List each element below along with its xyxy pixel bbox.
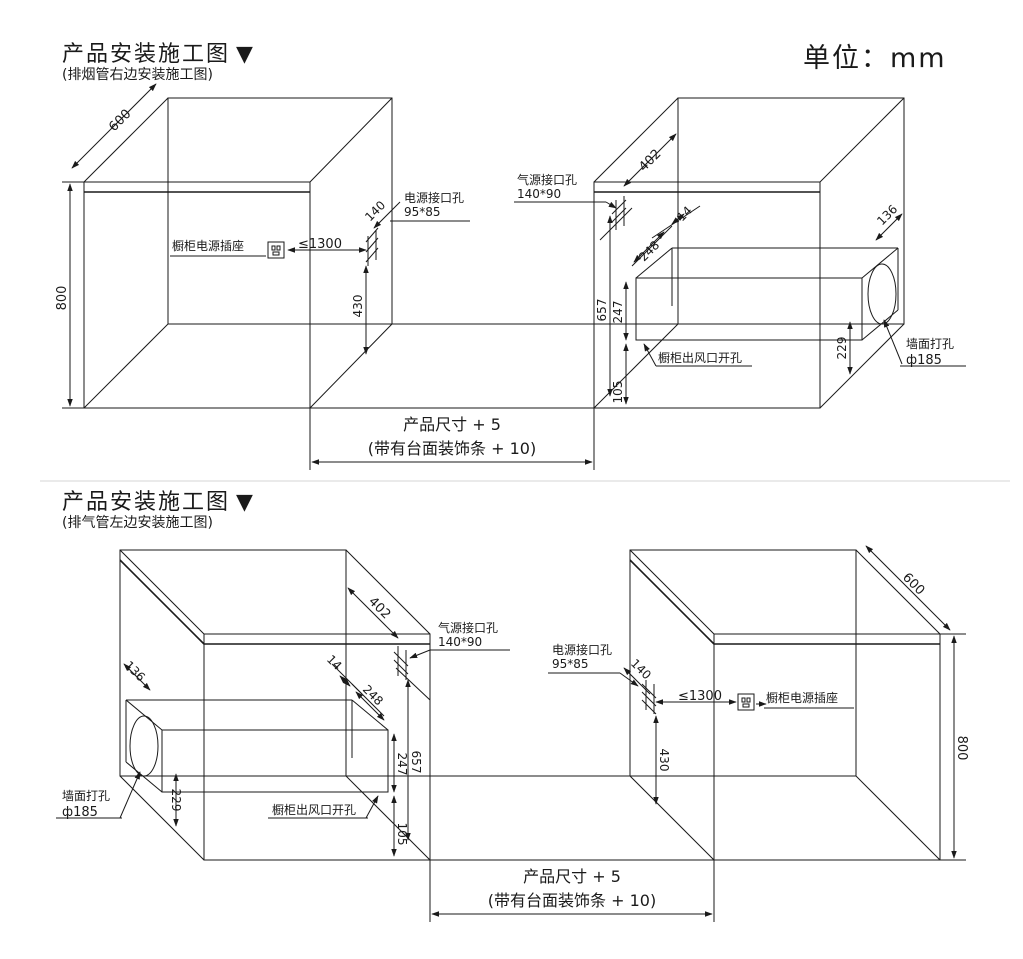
label-product-size-trim-top: (带有台面装饰条 + 10) — [368, 439, 536, 458]
label-gas-hole-size-bottom: 140*90 — [438, 635, 482, 649]
bottom-left-cabinet — [119, 549, 431, 861]
down-triangle-icon: ▼ — [236, 42, 255, 67]
dim-136-top: 136 — [874, 202, 900, 228]
bottom-right-cabinet — [629, 549, 941, 861]
dim-136-bottom: 136 — [122, 658, 148, 684]
label-wall-hole-bottom: 墙面打孔 — [62, 789, 110, 803]
label-wall-hole-top: 墙面打孔 — [906, 337, 954, 351]
dim-140-bottom: 140 — [628, 656, 654, 682]
label-wall-hole-size-top: ф185 — [906, 353, 942, 368]
power-hole-top — [365, 227, 379, 266]
label-socket-top: 橱柜电源插座 — [172, 238, 244, 253]
dim-229-bottom: 229 — [169, 789, 183, 812]
label-wall-hole-size-bottom: ф185 — [62, 805, 98, 820]
dim-248-top: 248 — [636, 238, 662, 264]
dim-430-bottom: 430 — [657, 749, 671, 772]
top-section-subtitle: (排烟管右边安装施工图) — [62, 67, 213, 83]
label-power-hole-bottom: 电源接口孔 — [552, 642, 612, 657]
dim-800-top: 800 — [55, 286, 70, 311]
label-product-size-top: 产品尺寸 + 5 — [403, 415, 501, 434]
label-power-hole-top: 电源接口孔 — [404, 190, 464, 205]
top-section-title: 产品安装施工图▼ — [62, 42, 255, 67]
label-gas-hole-bottom: 气源接口孔 — [438, 620, 498, 635]
dim-800-bottom: 800 — [954, 736, 969, 761]
down-triangle-icon: ▼ — [236, 490, 255, 515]
socket-icon — [267, 241, 285, 259]
dim-600-bottom: 600 — [899, 570, 927, 598]
top-exhaust-duct — [635, 247, 899, 341]
label-outlet-hole-top: 橱柜出风口开孔 — [658, 351, 742, 365]
dim-248-bottom: 248 — [360, 682, 386, 708]
gas-hole-top — [611, 196, 627, 230]
bottom-section-subtitle: (排气管左边安装施工图) — [62, 515, 213, 531]
dim-247-top: 247 — [611, 301, 625, 324]
dim-657-top: 657 — [595, 299, 609, 322]
dim-430-top: 430 — [351, 295, 365, 318]
dim-600-top: 600 — [106, 107, 134, 135]
label-gas-hole-size-top: 140*90 — [517, 187, 561, 201]
dim-402-top: 402 — [636, 147, 664, 175]
dim-105-top: 105 — [611, 381, 625, 404]
label-gas-hole-top: 气源接口孔 — [517, 172, 577, 187]
dim-247-bottom: 247 — [395, 753, 409, 776]
dim-1300-bottom: ≤1300 — [678, 689, 722, 704]
label-product-size-trim-bottom: (带有台面装饰条 + 10) — [488, 891, 656, 910]
dim-1300-top: ≤1300 — [298, 237, 342, 252]
label-product-size-bottom: 产品尺寸 + 5 — [523, 867, 621, 886]
top-left-cabinet — [83, 97, 393, 409]
label-socket-bottom: 橱柜电源插座 — [766, 690, 838, 705]
dim-657-bottom: 657 — [409, 751, 423, 774]
label-power-hole-size-bottom: 95*85 — [552, 657, 589, 671]
dim-105-bottom: 105 — [395, 823, 409, 846]
bottom-section-title: 产品安装施工图▼ — [62, 490, 255, 515]
power-hole-bottom — [641, 680, 657, 715]
dim-229-top: 229 — [835, 337, 849, 360]
gas-hole-bottom — [393, 646, 409, 680]
dim-402-bottom: 402 — [365, 594, 393, 622]
dim-14-bottom: 14 — [324, 652, 345, 673]
label-outlet-hole-bottom: 橱柜出风口开孔 — [272, 803, 356, 817]
socket-icon — [737, 693, 755, 711]
unit-label: 单位：mm — [803, 43, 947, 74]
label-power-hole-size-top: 95*85 — [404, 205, 441, 219]
dim-140-top: 140 — [362, 198, 388, 224]
